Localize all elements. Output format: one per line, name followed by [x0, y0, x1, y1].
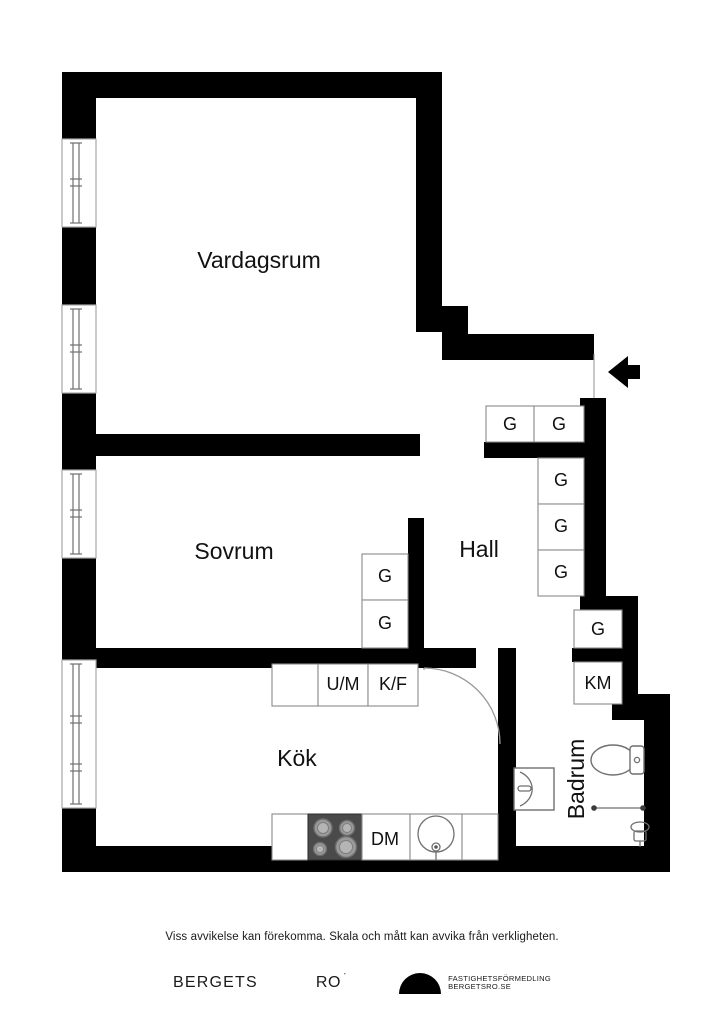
closet-g-hall-right-1-label: G	[554, 470, 568, 490]
bathroom-washbasin-icon	[513, 767, 555, 811]
closet-g-hall-top-2[interactable]	[533, 405, 585, 443]
wall-step-2-horizontal	[442, 334, 594, 360]
wall-partition-sovrum-kok	[96, 648, 476, 668]
kitchen-unit-kf[interactable]	[367, 663, 419, 707]
bathroom-fixtures-group	[513, 744, 650, 847]
toilet-icon	[590, 744, 645, 776]
window-livingroom-2	[61, 304, 97, 394]
wall-left-seg-1	[62, 72, 96, 139]
wall-right-lower-2	[644, 694, 670, 872]
closet-g-hall-top-1[interactable]	[485, 405, 535, 443]
window-sovrum-1	[61, 469, 97, 559]
disclaimer-text: Viss avvikelse kan förekomma. Skala och …	[165, 931, 559, 943]
kitchen-door[interactable]	[423, 667, 501, 745]
agency-logo-line2: BERGETSRO.SE	[448, 982, 512, 991]
closet-km-hall[interactable]	[573, 661, 623, 705]
closet-g-hall-right-2[interactable]	[537, 503, 585, 551]
wall-left-seg-3	[62, 393, 96, 470]
room-label-sovrum: Sovrum	[194, 538, 273, 564]
closet-g-hall-right-3-label: G	[554, 562, 568, 582]
kitchen-lower-run: DM	[271, 813, 499, 861]
brand-ro-text: RO	[315, 974, 342, 991]
agency-logo[interactable]: FASTIGHETSFÖRMEDLING BERGETSRO.SE	[399, 972, 551, 994]
wall-kok-badrum-vertical	[498, 648, 516, 858]
wall-hall-km-shelf	[572, 648, 638, 662]
wall-vardagsrum-right	[416, 72, 442, 332]
room-label-badrum: Badrum	[563, 739, 589, 820]
kitchen-upper-run: U/M K/F	[271, 663, 419, 707]
kitchen-unit-um-label: U/M	[327, 674, 360, 694]
agency-logo-line1: FASTIGHETSFÖRMEDLING	[448, 973, 551, 983]
closet-g-sovrum-1[interactable]	[361, 553, 409, 601]
closet-km-hall-label: KM	[585, 673, 612, 693]
closet-g-sovrum-2-label: G	[378, 613, 392, 633]
window-kok-1	[61, 659, 97, 809]
kitchen-cabinet-1[interactable]	[271, 663, 319, 707]
agency-logo-text: FASTIGHETSFÖRMEDLING BERGETSRO.SE	[448, 973, 551, 992]
closet-g-hall-lower[interactable]	[573, 609, 623, 649]
kitchen-counter-right[interactable]	[461, 813, 499, 861]
closet-g-hall-top-2-label: G	[552, 414, 566, 434]
shower-mixer-icon	[630, 821, 650, 847]
wall-left-seg-4	[62, 558, 96, 660]
wall-hall-closet-shelf	[484, 442, 596, 458]
footer-branding: BERGETS RO´ FASTIGHETSFÖRMEDLING BERGETS…	[0, 963, 724, 1003]
brand-bergets-text: BERGETS	[173, 974, 258, 991]
windows-group	[61, 138, 97, 809]
room-label-kok: Kök	[277, 745, 317, 771]
closet-g-hall-top-1-label: G	[503, 414, 517, 434]
kitchen-unit-kf-label: K/F	[379, 674, 407, 694]
room-label-hall: Hall	[459, 536, 499, 562]
cooktop-burners-icon	[312, 818, 358, 859]
hall-storage-group: G G G G G G KM	[485, 405, 623, 705]
shower-rail-icon	[591, 805, 646, 811]
closet-g-hall-lower-label: G	[591, 619, 605, 639]
sovrum-storage-group: G G	[361, 553, 409, 649]
closet-g-hall-right-2-label: G	[554, 516, 568, 536]
closet-g-hall-right-3[interactable]	[537, 549, 585, 597]
kitchen-dishwasher[interactable]	[361, 813, 411, 861]
entrance-arrow-icon	[593, 354, 640, 398]
brand-ro-mark: ´	[343, 972, 348, 982]
kitchen-dishwasher-label: DM	[371, 829, 399, 849]
kitchen-sink-icon	[417, 815, 455, 860]
closet-g-sovrum-2[interactable]	[361, 599, 409, 649]
wall-left-seg-2	[62, 227, 96, 305]
closet-g-sovrum-1-label: G	[378, 566, 392, 586]
wall-top	[62, 72, 442, 98]
wall-sovrum-hall-vertical	[408, 518, 424, 666]
room-labels-group: Vardagsrum Sovrum Hall Kök Badrum	[194, 247, 589, 819]
wall-step-2-nub	[578, 334, 594, 354]
window-livingroom-1	[61, 138, 97, 228]
brand-ro-wrapper: RO´	[315, 972, 347, 992]
kitchen-counter-left[interactable]	[271, 813, 309, 861]
closet-g-hall-right-1[interactable]	[537, 457, 585, 505]
room-label-vardagsrum: Vardagsrum	[197, 247, 321, 273]
wall-partition-vardagsrum-sovrum	[96, 434, 420, 456]
dome-icon	[399, 972, 442, 994]
